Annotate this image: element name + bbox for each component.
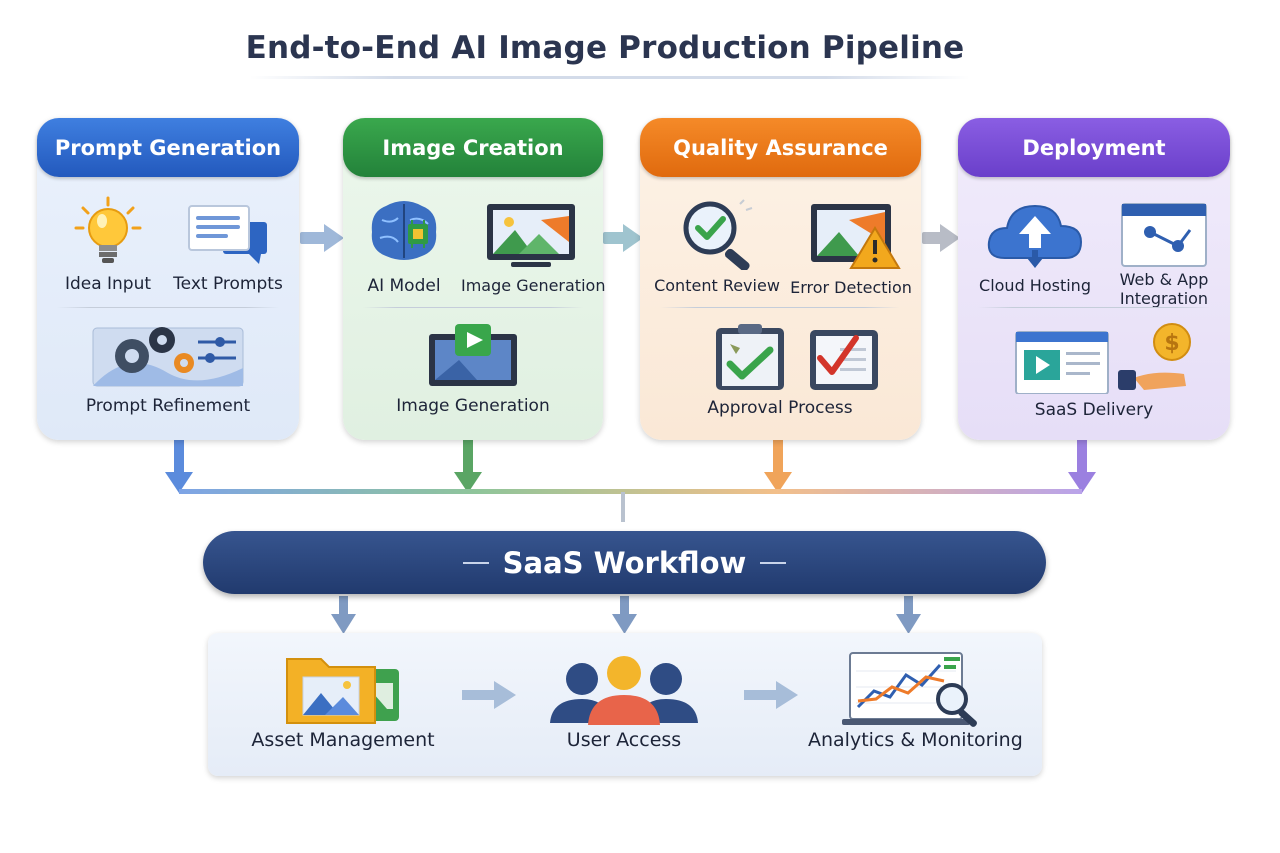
stage-down-arrow-2 — [454, 440, 482, 493]
cell-analytics-monitoring: Analytics & Monitoring — [808, 647, 1023, 751]
stage-header: Deployment — [958, 118, 1230, 177]
stage-arrow-3 — [922, 224, 960, 252]
saas-workflow-bar: SaaS Workflow — [203, 531, 1046, 594]
bottom-arrow-2 — [744, 681, 798, 709]
browser-video-coin-icon: $ — [1015, 323, 1191, 394]
cell-user-access: User Access — [524, 653, 724, 751]
item-label: Prompt Refinement — [85, 396, 251, 416]
bottom-item-label: User Access — [566, 729, 682, 751]
bottom-workflow-panel: Asset Management User Access Analytics & — [208, 633, 1042, 776]
stage-image-creation: Image Creation AI Model Image Generation — [343, 118, 606, 440]
monitor-play-icon — [429, 324, 517, 386]
clipboard-check-icon — [716, 324, 878, 390]
stage-quality-assurance: Quality Assurance Content Review Error D… — [640, 118, 921, 440]
item-label: Image Generation — [396, 396, 550, 416]
saas-workflow-label: SaaS Workflow — [502, 545, 747, 580]
divider — [57, 307, 279, 308]
browser-share-icon — [1121, 203, 1207, 267]
item-label: Error Detection — [790, 278, 912, 297]
brain-chip-icon — [371, 201, 437, 260]
cell-error-detection: Error Detection — [784, 202, 918, 297]
page-title: End-to-End AI Image Production Pipeline — [245, 30, 965, 66]
cell-image-generation-2: Image Generation — [363, 322, 583, 416]
bottom-item-label: Asset Management — [251, 729, 435, 751]
stage-deployment: Deployment Cloud Hosting Web & App Integ… — [958, 118, 1230, 440]
lightbulb-icon — [74, 196, 142, 263]
item-label: Image Generation — [461, 276, 606, 295]
divider — [978, 307, 1210, 308]
stage-down-arrow-1 — [165, 440, 193, 493]
monitor-image-icon — [487, 204, 575, 267]
item-label: SaaS Delivery — [1034, 400, 1154, 420]
item-label: Cloud Hosting — [979, 276, 1091, 295]
stage-arrow-1 — [300, 224, 344, 252]
cell-idea-input: Idea Input — [47, 196, 169, 294]
magnifier-check-icon — [683, 199, 753, 270]
stage-down-arrow-4 — [1068, 440, 1096, 493]
cell-asset-management: Asset Management — [238, 649, 448, 751]
stage-down-arrow-3 — [764, 440, 792, 493]
bottom-item-label: Analytics & Monitoring — [808, 729, 1023, 751]
image-warning-icon — [811, 204, 901, 269]
cloud-upload-icon — [987, 204, 1083, 268]
analytics-chart-icon — [842, 652, 977, 727]
item-label: Content Review — [654, 276, 780, 295]
item-label: AI Model — [367, 276, 441, 296]
stage-header: Image Creation — [343, 118, 603, 177]
folder-images-icon — [286, 658, 399, 724]
divider — [660, 307, 900, 308]
svg-text:$: $ — [1164, 331, 1179, 356]
bar-dash-right — [760, 561, 787, 564]
bottom-arrow-1 — [462, 681, 516, 709]
cell-content-review: Content Review — [646, 198, 788, 295]
cell-saas-delivery: $ SaaS Delivery — [978, 318, 1210, 420]
item-label: Web & App Integration — [1119, 270, 1209, 308]
stage-header: Quality Assurance — [640, 118, 921, 177]
cell-image-generation: Image Generation — [461, 202, 606, 295]
cell-text-prompts: Text Prompts — [167, 202, 289, 294]
stage-arrow-2 — [603, 224, 643, 252]
text-document-icon — [188, 205, 267, 264]
title-underline — [250, 76, 970, 79]
cell-approval-process: Approval Process — [660, 322, 900, 418]
bar-dash-left — [462, 561, 489, 564]
users-group-icon — [550, 656, 698, 725]
item-label: Text Prompts — [173, 274, 283, 294]
item-label: Idea Input — [64, 274, 152, 294]
item-label: Approval Process — [707, 398, 853, 418]
cell-web-app-integration: Web & App Integration — [1100, 202, 1228, 308]
stage-prompt-generation: Prompt Generation Idea Input Text Prompt… — [37, 118, 299, 440]
stage-header: Prompt Generation — [37, 118, 299, 177]
gears-sliders-icon — [92, 327, 244, 387]
cell-cloud-hosting: Cloud Hosting — [968, 200, 1102, 295]
divider — [363, 307, 583, 308]
workflow-down-arrows — [331, 596, 921, 634]
cell-prompt-refinement: Prompt Refinement — [57, 318, 279, 416]
cell-ai-model: AI Model — [345, 198, 463, 296]
